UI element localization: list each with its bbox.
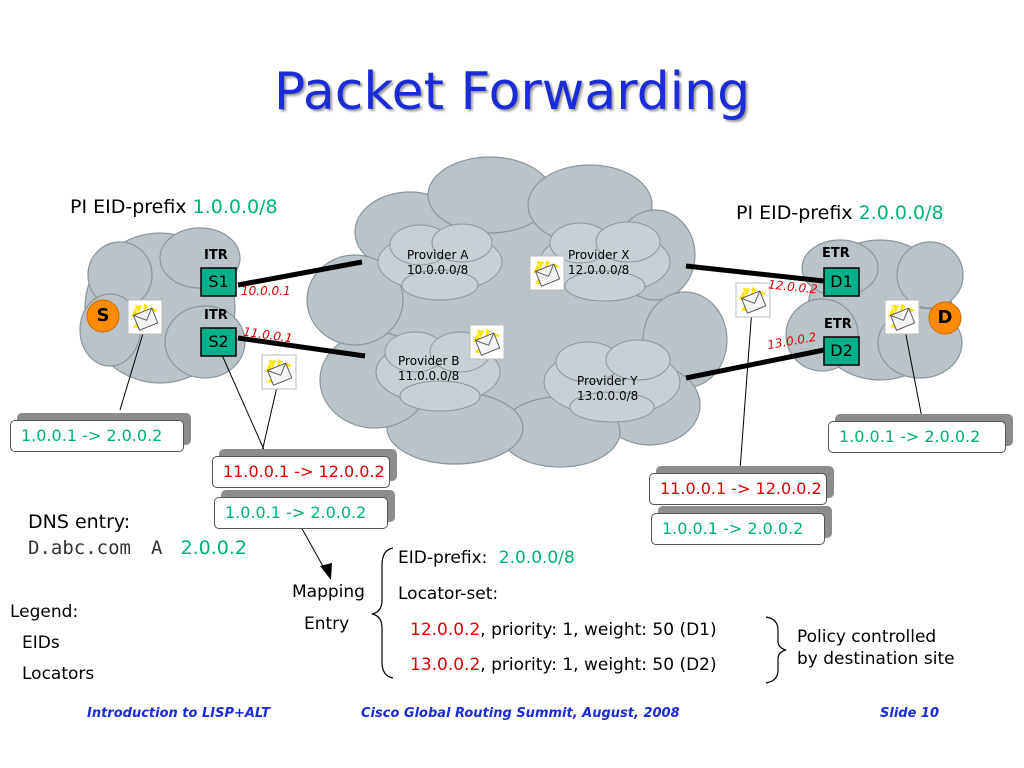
provider-x-prefix: 12.0.0.0/8 [568, 263, 630, 277]
router-d2-label: D2 [830, 341, 853, 360]
router-s2-label: S2 [208, 332, 229, 351]
mapping-eid-prefix-label: EID-prefix: [398, 548, 488, 568]
provider-b-cloud [375, 331, 501, 412]
packet-right-outer: 11.0.0.1 -> 12.0.0.2 [649, 473, 827, 505]
footer-slide-number: Slide 10 [880, 706, 940, 721]
host-s-circle [86, 299, 120, 333]
router-s1-label: S1 [208, 272, 229, 291]
mapping-locator-2: 13.0.0.2, priority: 1, weight: 50 (D2) [410, 655, 717, 675]
itr-label-1: ITR [204, 248, 228, 263]
mapping-label-line2: Entry [304, 614, 350, 634]
footer-center: Cisco Global Routing Summit, August, 200… [361, 706, 680, 721]
link-provider-y-d2 [685, 347, 825, 381]
provider-x-name: Provider X [568, 248, 630, 262]
internet-cloud [306, 156, 728, 468]
legend-locators: Locators [22, 664, 95, 684]
legend-title: Legend: [10, 602, 79, 622]
provider-y-prefix: 13.0.0.0/8 [577, 389, 639, 403]
etr-label-1: ETR [822, 246, 850, 261]
mapping-bracket [371, 547, 394, 679]
mapping-locator-1: 12.0.0.2, priority: 1, weight: 50 (D1) [410, 620, 717, 640]
callout-line-far-right [904, 329, 923, 419]
provider-a-name: Provider A [407, 248, 469, 262]
provider-y-name: Provider Y [577, 374, 638, 388]
pi-eid-prefix-left-label: PI EID-prefix [70, 196, 187, 218]
provider-a-label: Provider A 10.0.0.0/8 [407, 248, 468, 278]
locator-2-details: , priority: 1, weight: 50 (D2) [480, 655, 717, 675]
dns-entry-label: DNS entry: [28, 511, 131, 533]
packet-far-right-inner: 1.0.0.1 -> 2.0.0.2 [828, 421, 1006, 453]
link-s2-provider-b [237, 335, 366, 359]
link-s1-provider-a [237, 259, 363, 288]
policy-note-line2: by destination site [797, 649, 955, 669]
legend-eids: EIDs [22, 633, 60, 653]
packet-left-inner: 1.0.0.1 -> 2.0.0.2 [10, 420, 184, 452]
provider-b-prefix: 11.0.0.0/8 [398, 369, 460, 383]
mapping-arrow [299, 524, 326, 571]
provider-a-prefix: 10.0.0.0/8 [407, 263, 469, 277]
packet-right-inner: 1.0.0.1 -> 2.0.0.2 [651, 513, 825, 545]
callout-line-right-envelope [739, 307, 753, 471]
etr-label-2: ETR [824, 317, 852, 332]
pi-eid-prefix-right-label: PI EID-prefix [736, 202, 853, 224]
packet-mid-inner: 1.0.0.1 -> 2.0.0.2 [214, 497, 388, 529]
callout-line-s2 [221, 354, 266, 453]
host-s-label: S [96, 305, 110, 326]
itr-label-2: ITR [204, 308, 228, 323]
policy-note: Policy controlled by destination site [797, 626, 955, 670]
router-d1-label: D1 [830, 272, 853, 291]
locator-1-addr: 12.0.0.2 [410, 620, 481, 640]
provider-b-name: Provider B [398, 354, 460, 368]
left-site-cloud [79, 227, 246, 384]
callout-line-left-inner [119, 329, 145, 411]
mapping-eid-prefix: EID-prefix: 2.0.0.0/8 [398, 548, 575, 568]
provider-b-label: Provider B 11.0.0.0/8 [398, 354, 459, 384]
pi-eid-prefix-right: PI EID-prefix 2.0.0.0/8 [736, 202, 944, 224]
callout-line-mid-envelope [261, 377, 280, 453]
host-d-label: D [937, 307, 953, 328]
link-provider-x-d1 [685, 263, 825, 284]
provider-y-cloud [543, 339, 681, 423]
locator-1-details: , priority: 1, weight: 50 (D1) [480, 620, 717, 640]
dns-type: A [151, 537, 163, 559]
policy-note-line1: Policy controlled [797, 627, 937, 647]
pi-eid-prefix-left-value: 1.0.0.0/8 [192, 196, 278, 218]
dns-name: D.abc.com [28, 537, 131, 559]
mapping-label-line1: Mapping [292, 582, 365, 602]
provider-a-cloud [377, 223, 503, 301]
dns-record: D.abc.com A 2.0.0.2 [28, 537, 247, 559]
page-title: Packet Forwarding [273, 62, 751, 122]
dns-value: 2.0.0.2 [180, 537, 247, 559]
locator-2-addr: 13.0.0.2 [410, 655, 481, 675]
packet-mid-outer: 11.0.0.1 -> 12.0.0.2 [212, 456, 390, 488]
router-d2-box [823, 336, 860, 366]
router-s1-box [200, 267, 237, 297]
host-d-circle [928, 301, 962, 335]
provider-x-cloud [539, 221, 671, 302]
mapping-arrow-head [320, 563, 332, 580]
router-s2-box [200, 327, 237, 357]
policy-bracket [765, 616, 787, 684]
provider-y-label: Provider Y 13.0.0.0/8 [577, 374, 638, 404]
s1-locator: 10.0.0.1 [241, 284, 291, 298]
mapping-locator-set-label: Locator-set: [398, 584, 499, 604]
router-d1-box [823, 267, 860, 297]
mapping-eid-prefix-value: 2.0.0.0/8 [498, 548, 575, 568]
pi-eid-prefix-left: PI EID-prefix 1.0.0.0/8 [70, 196, 278, 218]
footer-left: Introduction to LISP+ALT [87, 706, 270, 721]
pi-eid-prefix-right-value: 2.0.0.0/8 [858, 202, 944, 224]
provider-x-label: Provider X 12.0.0.0/8 [568, 248, 629, 278]
